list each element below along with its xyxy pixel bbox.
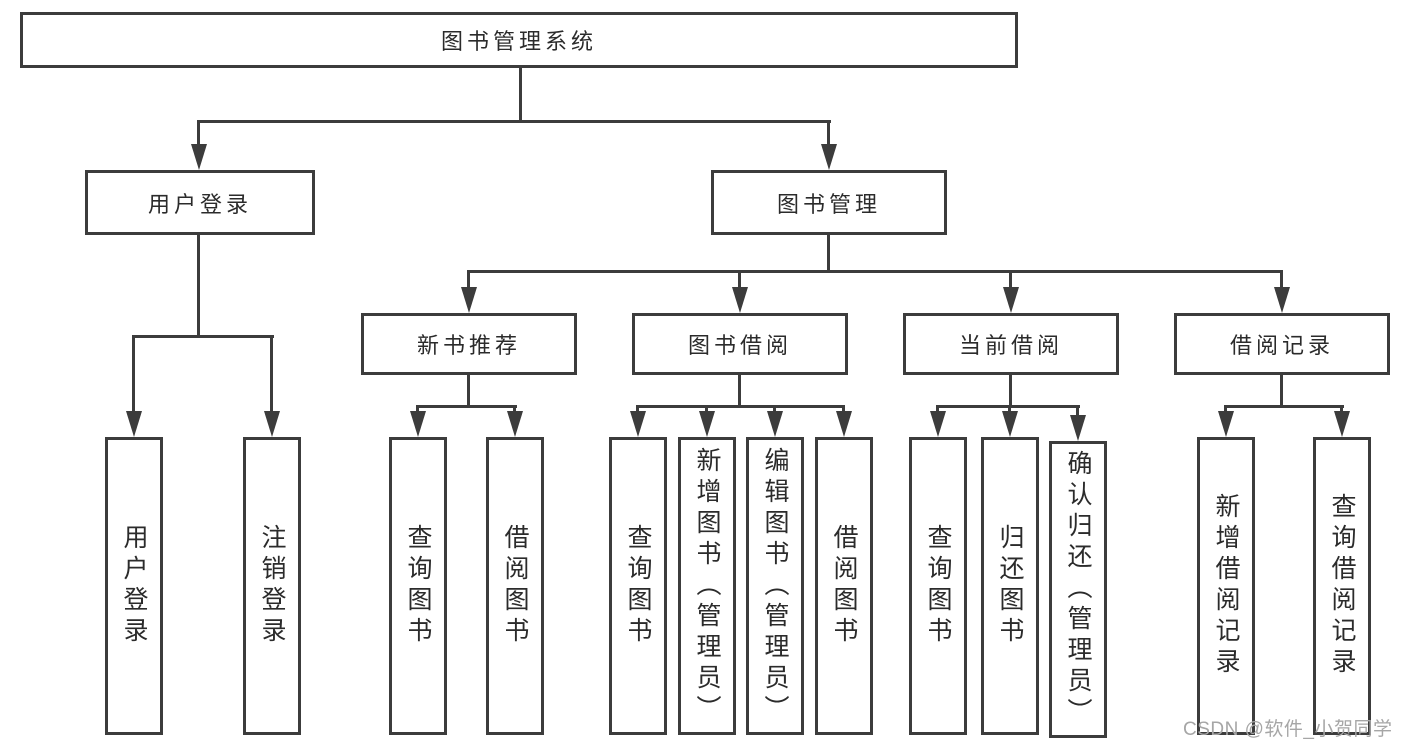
arrow-leaf-c4-down-icon bbox=[836, 411, 852, 437]
connector-leaf-d3-stem bbox=[1076, 405, 1079, 421]
node-label: 归还图书 bbox=[996, 524, 1024, 648]
node-label: 新增图书（管理员） bbox=[693, 446, 721, 726]
connector-new-book-down-stem bbox=[467, 375, 470, 407]
node-label: 用户登录 bbox=[120, 524, 148, 648]
arrow-leaf-d1-down-icon bbox=[930, 411, 946, 437]
connector-leaf-a2-stem bbox=[270, 335, 273, 413]
arrow-leaf-a2-down-icon bbox=[264, 411, 280, 437]
leaf-query-borrow-record: 查询借阅记录 bbox=[1313, 437, 1371, 735]
node-label: 借阅图书 bbox=[501, 524, 529, 648]
arrow-current-borrow-down-icon bbox=[1003, 287, 1019, 313]
node-label: 用户登录 bbox=[147, 191, 252, 217]
node-book-borrow: 图书借阅 bbox=[632, 313, 848, 375]
connector-borrow-records-arrow-stem bbox=[1280, 270, 1283, 290]
watermark: CSDN @软件_小贺同学 bbox=[1183, 719, 1393, 740]
node-label: 查询图书 bbox=[624, 524, 652, 648]
arrow-leaf-d2-down-icon bbox=[1002, 411, 1018, 437]
connector-new-book-branch bbox=[416, 405, 517, 408]
node-label: 图书管理系统 bbox=[440, 29, 597, 54]
arrow-new-book-down-icon bbox=[461, 287, 477, 313]
arrow-leaf-e2-down-icon bbox=[1334, 411, 1350, 437]
connector-root-stem bbox=[519, 68, 522, 122]
leaf-logout: 注销登录 bbox=[243, 437, 301, 735]
arrow-book-mgmt-down-icon bbox=[821, 144, 837, 170]
leaf-add-books-admin: 新增图书（管理员） bbox=[678, 437, 736, 735]
node-book-management: 图书管理 bbox=[711, 170, 947, 235]
node-label: 查询借阅记录 bbox=[1328, 493, 1356, 679]
arrow-leaf-b2-down-icon bbox=[507, 411, 523, 437]
arrow-user-login-down-icon bbox=[191, 144, 207, 170]
leaf-edit-books-admin: 编辑图书（管理员） bbox=[746, 437, 804, 735]
connector-book-borrow-down-stem bbox=[738, 375, 741, 407]
node-new-book-recommend: 新书推荐 bbox=[361, 313, 577, 375]
arrow-leaf-c3-down-icon bbox=[767, 411, 783, 437]
node-label: 新书推荐 bbox=[416, 333, 521, 358]
node-library-management-system: 图书管理系统 bbox=[20, 12, 1018, 68]
leaf-query-books-recommend: 查询图书 bbox=[389, 437, 447, 735]
leaf-confirm-return-admin: 确认归还（管理员） bbox=[1049, 441, 1107, 738]
connector-user-login-branch bbox=[132, 335, 274, 338]
leaf-query-books-borrow: 查询图书 bbox=[609, 437, 667, 735]
connector-book-borrow-branch bbox=[636, 405, 845, 408]
node-label: 查询图书 bbox=[924, 524, 952, 648]
arrow-leaf-c2-down-icon bbox=[699, 411, 715, 437]
leaf-borrow-books-recommend: 借阅图书 bbox=[486, 437, 544, 735]
leaf-add-borrow-record: 新增借阅记录 bbox=[1197, 437, 1255, 735]
node-current-borrow: 当前借阅 bbox=[903, 313, 1119, 375]
arrow-leaf-b1-down-icon bbox=[410, 411, 426, 437]
node-label: 新增借阅记录 bbox=[1212, 493, 1240, 679]
connector-current-borrow-arrow-stem bbox=[1009, 270, 1012, 290]
node-label: 图书借阅 bbox=[687, 333, 792, 358]
arrow-leaf-d3-down-icon bbox=[1070, 415, 1086, 441]
leaf-return-books: 归还图书 bbox=[981, 437, 1039, 735]
arrow-leaf-a1-down-icon bbox=[126, 411, 142, 437]
connector-book-mgmt-arrow-stem bbox=[827, 120, 830, 147]
connector-leaf-a1-stem bbox=[132, 335, 135, 413]
arrow-leaf-e1-down-icon bbox=[1218, 411, 1234, 437]
connector-borrow-records-down-stem bbox=[1280, 375, 1283, 407]
leaf-user-login: 用户登录 bbox=[105, 437, 163, 735]
arrow-book-borrow-down-icon bbox=[732, 287, 748, 313]
node-label: 当前借阅 bbox=[958, 333, 1063, 358]
arrow-leaf-c1-down-icon bbox=[630, 411, 646, 437]
node-borrow-records: 借阅记录 bbox=[1174, 313, 1390, 375]
connector-borrow-records-branch bbox=[1224, 405, 1344, 408]
node-label: 图书管理 bbox=[776, 191, 881, 217]
connector-root-branch bbox=[197, 120, 831, 123]
node-label: 借阅图书 bbox=[830, 524, 858, 648]
node-label: 确认归还（管理员） bbox=[1064, 450, 1092, 729]
leaf-borrow-books: 借阅图书 bbox=[815, 437, 873, 735]
node-label: 注销登录 bbox=[258, 524, 286, 648]
connector-user-login-down-stem bbox=[197, 235, 200, 337]
node-label: 编辑图书（管理员） bbox=[761, 446, 789, 726]
connector-book-mgmt-down-stem bbox=[827, 235, 830, 272]
connector-book-mgmt-branch bbox=[467, 270, 1283, 273]
leaf-query-books-current: 查询图书 bbox=[909, 437, 967, 735]
connector-new-book-arrow-stem bbox=[467, 270, 470, 290]
node-user-login: 用户登录 bbox=[85, 170, 315, 235]
node-label: 借阅记录 bbox=[1229, 333, 1334, 358]
connector-book-borrow-arrow-stem bbox=[738, 270, 741, 290]
connector-user-login-arrow-stem bbox=[197, 120, 200, 147]
node-label: 查询图书 bbox=[404, 524, 432, 648]
arrow-borrow-records-down-icon bbox=[1274, 287, 1290, 313]
connector-current-borrow-down-stem bbox=[1009, 375, 1012, 407]
